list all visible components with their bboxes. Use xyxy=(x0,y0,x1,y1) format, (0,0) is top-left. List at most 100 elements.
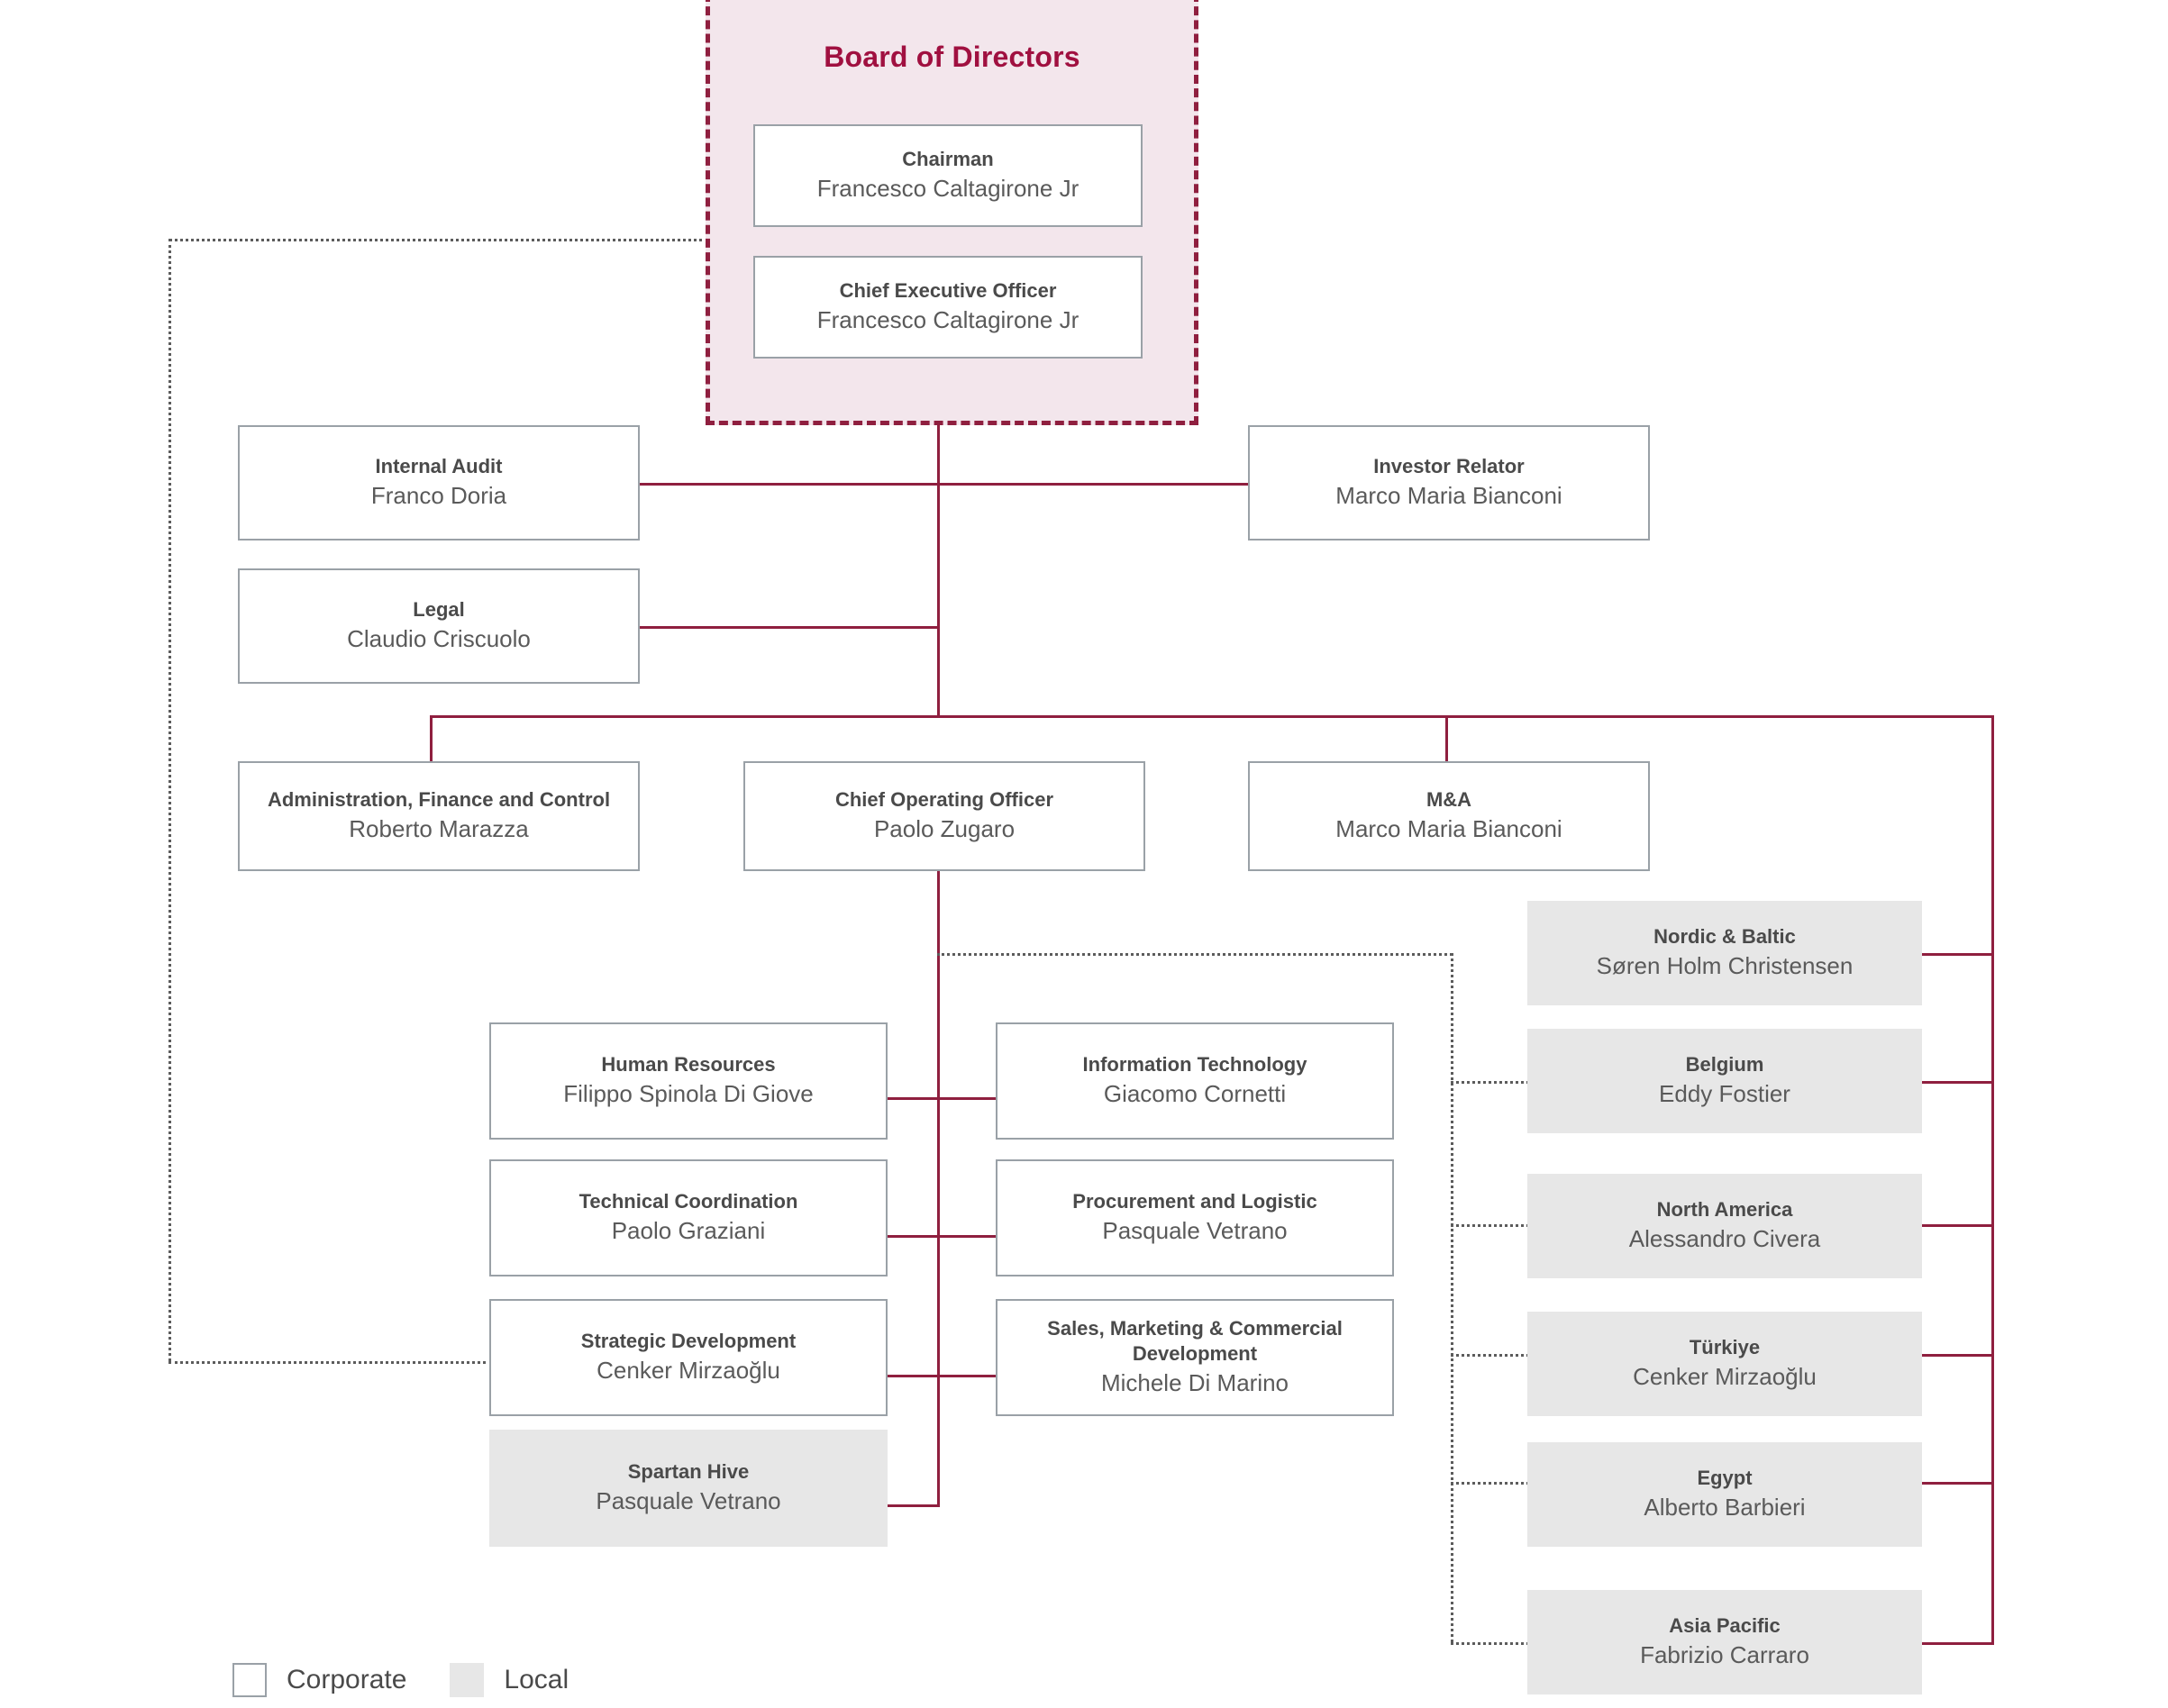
node-chief-executive-officer[interactable]: Chief Executive Officer Francesco Caltag… xyxy=(753,256,1143,359)
legend-label-corporate: Corporate xyxy=(287,1665,407,1694)
node-person: Fabrizio Carraro xyxy=(1640,1641,1809,1669)
connector-region-egypt xyxy=(1920,1482,1994,1485)
node-region-nordic-baltic[interactable]: Nordic & Baltic Søren Holm Christensen xyxy=(1527,901,1922,1005)
connector-investor-relator xyxy=(937,483,1250,486)
connector-internal-audit xyxy=(631,483,939,486)
node-chief-operating-officer[interactable]: Chief Operating Officer Paolo Zugaro xyxy=(743,761,1145,871)
node-person: Roberto Marazza xyxy=(349,815,529,843)
dotted-coo-to-regions xyxy=(937,953,1453,956)
connector-region-turkiye xyxy=(1920,1354,1994,1357)
node-information-technology[interactable]: Information Technology Giacomo Cornetti xyxy=(996,1022,1394,1140)
node-role: North America xyxy=(1656,1197,1793,1221)
node-role: Belgium xyxy=(1685,1052,1764,1076)
node-person: Giacomo Cornetti xyxy=(1103,1080,1287,1108)
node-region-asia-pacific[interactable]: Asia Pacific Fabrizio Carraro xyxy=(1527,1590,1922,1694)
dotted-regions-spine xyxy=(1451,953,1453,1642)
connector-procurement-logistic xyxy=(937,1235,997,1238)
node-person: Claudio Criscuolo xyxy=(347,625,531,653)
dotted-region-asia-pacific xyxy=(1451,1642,1535,1645)
connector-bus-to-ma xyxy=(1445,715,1448,762)
node-person: Alessandro Civera xyxy=(1628,1225,1821,1253)
connector-sales-marketing xyxy=(937,1375,997,1377)
node-person: Pasquale Vetrano xyxy=(1102,1217,1288,1245)
node-person: Marco Maria Bianconi xyxy=(1335,815,1562,843)
node-region-north-america[interactable]: North America Alessandro Civera xyxy=(1527,1174,1922,1278)
node-administration-finance-control[interactable]: Administration, Finance and Control Robe… xyxy=(238,761,640,871)
node-role: Türkiye xyxy=(1689,1335,1761,1358)
node-role: Information Technology xyxy=(1082,1052,1307,1076)
node-person: Alberto Barbieri xyxy=(1644,1494,1806,1522)
node-technical-coordination[interactable]: Technical Coordination Paolo Graziani xyxy=(489,1159,888,1276)
node-person: Francesco Caltagirone Jr xyxy=(816,306,1079,334)
node-role: Human Resources xyxy=(601,1052,776,1076)
dotted-region-egypt xyxy=(1451,1482,1535,1485)
node-person: Eddy Fostier xyxy=(1659,1080,1790,1108)
node-role: Strategic Development xyxy=(580,1329,797,1352)
node-role: Egypt xyxy=(1697,1466,1753,1489)
connector-bus-to-afc xyxy=(430,715,433,762)
node-person: Francesco Caltagirone Jr xyxy=(816,175,1079,203)
legend-swatch-local xyxy=(450,1663,485,1697)
legend: Corporate Local xyxy=(232,1663,612,1697)
node-person: Filippo Spinola Di Giove xyxy=(563,1080,814,1108)
legend-label-local: Local xyxy=(504,1665,569,1694)
connector-region-nordic xyxy=(1920,953,1994,956)
node-role: Technical Coordination xyxy=(578,1189,798,1213)
connector-spartan-hive xyxy=(888,1504,940,1507)
node-human-resources[interactable]: Human Resources Filippo Spinola Di Giove xyxy=(489,1022,888,1140)
node-spartan-hive[interactable]: Spartan Hive Pasquale Vetrano xyxy=(489,1430,888,1547)
dotted-board-left-side xyxy=(169,239,171,1361)
connector-technical-coordination xyxy=(888,1235,940,1238)
node-person: Franco Doria xyxy=(370,482,507,510)
node-mergers-acquisitions[interactable]: M&A Marco Maria Bianconi xyxy=(1248,761,1650,871)
connector-region-belgium xyxy=(1920,1081,1994,1084)
connector-region-asia-pacific xyxy=(1920,1642,1994,1645)
connector-executive-bus xyxy=(430,715,1994,718)
node-person: Paolo Graziani xyxy=(611,1217,766,1245)
node-procurement-and-logistic[interactable]: Procurement and Logistic Pasquale Vetran… xyxy=(996,1159,1394,1276)
node-role: Administration, Finance and Control xyxy=(267,787,611,811)
legend-swatch-corporate xyxy=(232,1663,267,1697)
connector-regions-trunk xyxy=(1991,715,1994,1645)
node-role: Chairman xyxy=(902,147,994,170)
node-person: Søren Holm Christensen xyxy=(1596,952,1854,980)
node-person: Cenker Mirzaoğlu xyxy=(1633,1363,1817,1391)
connector-legal xyxy=(631,626,939,629)
connector-region-north-america xyxy=(1920,1224,1994,1227)
node-role: Internal Audit xyxy=(375,454,503,477)
node-person: Pasquale Vetrano xyxy=(596,1487,781,1515)
node-region-turkiye[interactable]: Türkiye Cenker Mirzaoğlu xyxy=(1527,1312,1922,1416)
board-of-directors-title: Board of Directors xyxy=(824,41,1080,73)
dotted-board-left-top xyxy=(169,239,709,241)
node-person: Paolo Zugaro xyxy=(873,815,1016,843)
node-legal[interactable]: Legal Claudio Criscuolo xyxy=(238,568,640,684)
node-strategic-development[interactable]: Strategic Development Cenker Mirzaoğlu xyxy=(489,1299,888,1416)
dotted-board-left-bottom xyxy=(169,1361,492,1364)
node-role: Sales, Marketing & Commercial Developmen… xyxy=(1047,1317,1343,1365)
node-region-egypt[interactable]: Egypt Alberto Barbieri xyxy=(1527,1442,1922,1547)
node-person: Cenker Mirzaoğlu xyxy=(597,1357,780,1385)
node-role: Asia Pacific xyxy=(1669,1613,1781,1637)
connector-human-resources xyxy=(888,1097,940,1100)
connector-coo-spine xyxy=(937,870,940,1507)
board-of-directors-panel: Board of Directors Chairman Francesco Ca… xyxy=(706,0,1198,425)
node-chairman[interactable]: Chairman Francesco Caltagirone Jr xyxy=(753,124,1143,227)
node-region-belgium[interactable]: Belgium Eddy Fostier xyxy=(1527,1029,1922,1133)
connector-strategic-development xyxy=(888,1375,940,1377)
node-role: Nordic & Baltic xyxy=(1653,924,1796,948)
node-role: Legal xyxy=(413,597,465,621)
dotted-region-north-america xyxy=(1451,1224,1535,1227)
node-internal-audit[interactable]: Internal Audit Franco Doria xyxy=(238,425,640,541)
dotted-region-belgium xyxy=(1451,1081,1535,1084)
node-person: Michele Di Marino xyxy=(1100,1369,1289,1397)
node-sales-marketing-commercial-development[interactable]: Sales, Marketing & Commercial Developmen… xyxy=(996,1299,1394,1416)
node-role: M&A xyxy=(1426,787,1472,811)
dotted-region-turkiye xyxy=(1451,1354,1535,1357)
node-role: Investor Relator xyxy=(1373,454,1525,477)
node-role: Chief Executive Officer xyxy=(839,278,1057,302)
node-role: Procurement and Logistic xyxy=(1072,1189,1317,1213)
connector-board-to-bus xyxy=(937,423,940,717)
node-person: Marco Maria Bianconi xyxy=(1335,482,1562,510)
node-investor-relator[interactable]: Investor Relator Marco Maria Bianconi xyxy=(1248,425,1650,541)
